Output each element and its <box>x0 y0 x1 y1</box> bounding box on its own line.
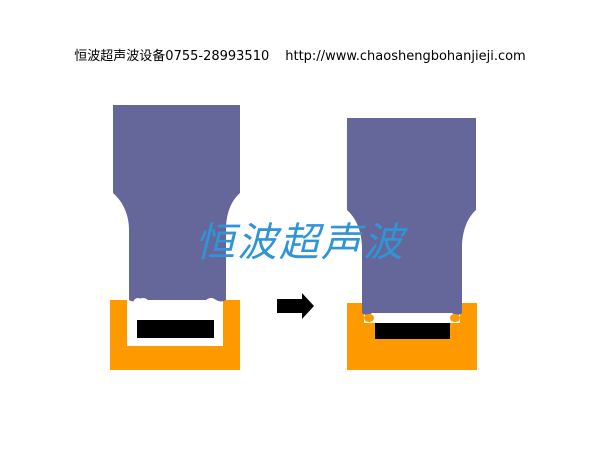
right-arrow-icon <box>277 293 314 319</box>
energy-director-left-1 <box>133 298 143 308</box>
horn-right <box>347 118 476 315</box>
weld-part-left <box>137 320 214 338</box>
company-name: 恒波超声波设备 <box>74 49 166 64</box>
energy-director-left-2 <box>206 298 216 308</box>
weld-bead-right-1 <box>364 314 374 322</box>
phone-number: 0755-28993510 <box>165 49 270 64</box>
weld-part-right <box>375 323 450 339</box>
watermark-text: 恒波超声波 <box>195 220 405 266</box>
horn-left <box>113 105 240 302</box>
website-url: http://www.chaoshengbohanjieji.com <box>285 49 526 64</box>
before-welding-state <box>110 105 240 370</box>
header-line: 恒波超声波设备0755-28993510 http://www.chaosheng… <box>0 45 600 64</box>
after-welding-state <box>347 118 477 370</box>
weld-bead-right-2 <box>450 314 460 322</box>
